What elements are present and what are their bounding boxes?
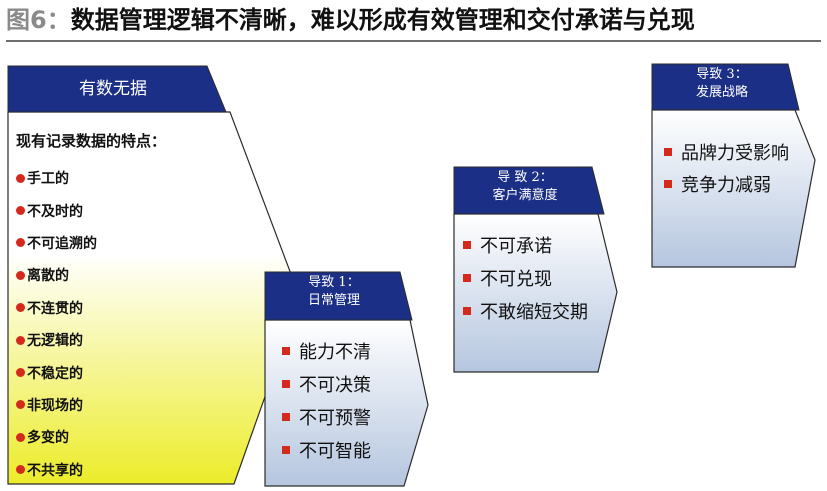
list-item-label: 不敢缩短交期 <box>480 301 588 323</box>
list-item: 不可决策 <box>282 367 371 400</box>
list-item: 离散的 <box>16 259 97 291</box>
bullet-square-icon <box>463 240 471 249</box>
list-item: 不可承诺 <box>463 228 588 261</box>
source-box-header <box>7 65 227 113</box>
bullet-dot-icon <box>16 432 25 442</box>
list-item: 不连贯的 <box>16 292 97 324</box>
list-item-label: 能力不清 <box>299 341 371 363</box>
list-item-label: 多变的 <box>27 430 69 447</box>
list-item: 不及时的 <box>16 194 97 226</box>
list-item-label: 不共享的 <box>27 462 83 479</box>
list-item-label: 手工的 <box>27 171 69 188</box>
list-item-label: 不可决策 <box>299 374 371 396</box>
list-item-label: 不可智能 <box>299 440 371 462</box>
bullet-square-icon <box>463 306 471 315</box>
bullet-dot-icon <box>16 303 25 313</box>
figure-title: 图6：数据管理逻辑不清晰，难以形成有效管理和交付承诺与兑现 <box>6 2 695 38</box>
outcome-2-header <box>453 166 605 215</box>
bullet-dot-icon <box>16 465 25 475</box>
figure-title-text: 数据管理逻辑不清晰，难以形成有效管理和交付承诺与兑现 <box>70 6 695 34</box>
list-item: 不敢缩短交期 <box>463 294 588 327</box>
outcome-2-header-line1: 导 致 2： <box>497 170 553 185</box>
bullet-square-icon <box>664 180 672 188</box>
bullet-square-icon <box>282 346 290 355</box>
outcome-3-header-text: 导致 3： 发展战略 <box>652 66 792 101</box>
list-item: 无逻辑的 <box>16 324 97 356</box>
bullet-square-icon <box>282 445 290 454</box>
outcome-3-header-line1: 导致 3： <box>696 67 748 82</box>
outcome-1-item-list: 能力不清不可决策不可预警不可智能 <box>282 334 371 466</box>
list-item-label: 不稳定的 <box>27 365 83 382</box>
title-divider <box>6 40 821 42</box>
list-item-label: 离散的 <box>27 268 69 285</box>
source-box-subtitle: 现有记录数据的特点： <box>16 132 167 150</box>
list-item-label: 不可预警 <box>299 407 371 429</box>
source-feature-list: 手工的不及时的不可追溯的离散的不连贯的无逻辑的不稳定的非现场的多变的不共享的 <box>16 162 97 486</box>
bullet-square-icon <box>282 379 290 388</box>
outcome-2-item-list: 不可承诺不可兑现不敢缩短交期 <box>463 228 588 327</box>
bullet-dot-icon <box>16 173 25 183</box>
list-item: 不可追溯的 <box>16 227 97 259</box>
list-item-label: 不连贯的 <box>27 300 83 317</box>
list-item-label: 品牌力受影响 <box>681 143 789 164</box>
outcome-1-header-line1: 导致 1： <box>308 275 360 290</box>
list-item: 竞争力减弱 <box>664 168 789 200</box>
bullet-square-icon <box>463 273 471 282</box>
outcome-2-header-line2: 客户满意度 <box>492 187 558 203</box>
list-item-label: 不及时的 <box>27 203 83 220</box>
list-item: 手工的 <box>16 162 97 194</box>
outcome-1-header-text: 导致 1： 日常管理 <box>265 274 403 309</box>
list-item: 非现场的 <box>16 389 97 421</box>
list-item-label: 不可兑现 <box>480 268 552 290</box>
bullet-dot-icon <box>16 368 25 378</box>
list-item: 品牌力受影响 <box>664 136 789 168</box>
list-item: 不稳定的 <box>16 356 97 388</box>
outcome-1-header-line2: 日常管理 <box>307 292 360 308</box>
bullet-square-icon <box>664 148 672 156</box>
list-item: 不可预警 <box>282 400 371 433</box>
list-item-label: 不可追溯的 <box>27 235 97 252</box>
bullet-dot-icon <box>16 270 25 280</box>
outcome-3-header <box>651 63 800 111</box>
outcome-3-header-line2: 发展战略 <box>695 84 748 100</box>
list-item: 多变的 <box>16 421 97 453</box>
outcome-1-header <box>264 271 413 321</box>
bullet-dot-icon <box>16 206 25 216</box>
bullet-dot-icon <box>16 400 25 410</box>
bullet-square-icon <box>282 412 290 421</box>
outcome-2-header-text: 导 致 2： 客户满意度 <box>454 169 596 204</box>
list-item: 不共享的 <box>16 454 97 486</box>
list-item: 不可兑现 <box>463 261 588 294</box>
list-item-label: 非现场的 <box>27 397 83 414</box>
bullet-dot-icon <box>16 238 25 248</box>
list-item-label: 竞争力减弱 <box>681 175 771 196</box>
list-item-label: 无逻辑的 <box>27 333 83 350</box>
list-item: 不可智能 <box>282 433 371 466</box>
source-box-title: 有数无据 <box>79 79 147 99</box>
outcome-3-item-list: 品牌力受影响竞争力减弱 <box>664 136 789 200</box>
list-item: 能力不清 <box>282 334 371 367</box>
list-item-label: 不可承诺 <box>480 235 552 257</box>
figure-label: 图6： <box>6 6 71 34</box>
bullet-dot-icon <box>16 335 25 345</box>
